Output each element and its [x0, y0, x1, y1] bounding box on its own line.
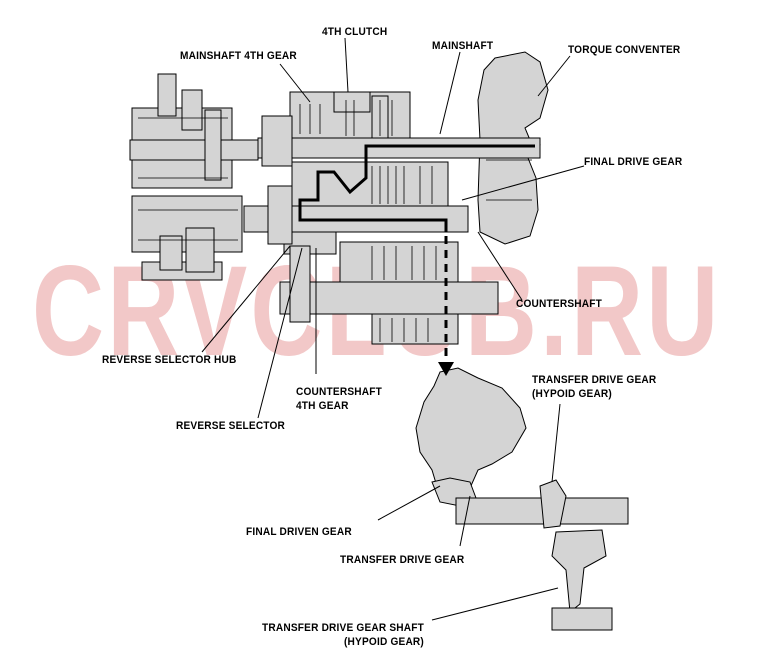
label-mainshaft: MAINSHAFT [432, 40, 494, 52]
label-transfer-drive-gear: TRANSFER DRIVE GEAR [340, 554, 465, 566]
label-final-driven-gear: FINAL DRIVEN GEAR [246, 526, 352, 538]
mainshaft-shape [257, 137, 541, 159]
hypoid-shaft-shape [551, 529, 607, 613]
label-reverse-selector-hub: REVERSE SELECTOR HUB [102, 354, 237, 366]
leader-lines [201, 37, 585, 621]
left-upper-shaft [129, 139, 259, 161]
label-countershaft-4th-gear-line2: 4TH GEAR [296, 400, 349, 412]
label-transfer-drive-gear-shaft-line1: TRANSFER DRIVE GEAR SHAFT [262, 622, 425, 634]
differential-housing [415, 367, 527, 495]
label-countershaft: COUNTERSHAFT [516, 298, 602, 310]
power-flow-arrow [438, 362, 454, 376]
label-transfer-drive-gear-hypoid-line1: TRANSFER DRIVE GEAR [532, 374, 657, 386]
label-torque-converter: TORQUE CONVENTER [568, 44, 681, 56]
transfer-drive-gear-shape [539, 479, 567, 529]
label-countershaft-4th-gear-line1: COUNTERSHAFT [296, 386, 382, 398]
label-transfer-drive-gear-shaft-line2: (HYPOID GEAR) [344, 636, 424, 648]
label-transfer-drive-gear-hypoid-line2: (HYPOID GEAR) [532, 388, 612, 400]
lower-gear-group [339, 241, 459, 283]
power-flow-path [298, 144, 535, 368]
label-4th-clutch: 4TH CLUTCH [322, 26, 388, 38]
label-mainshaft-4th-gear: MAINSHAFT 4TH GEAR [180, 50, 297, 62]
label-reverse-selector: REVERSE SELECTOR [176, 420, 286, 432]
label-final-drive-gear: FINAL DRIVE GEAR [584, 156, 683, 168]
secondary-shaft-shape [279, 281, 499, 315]
